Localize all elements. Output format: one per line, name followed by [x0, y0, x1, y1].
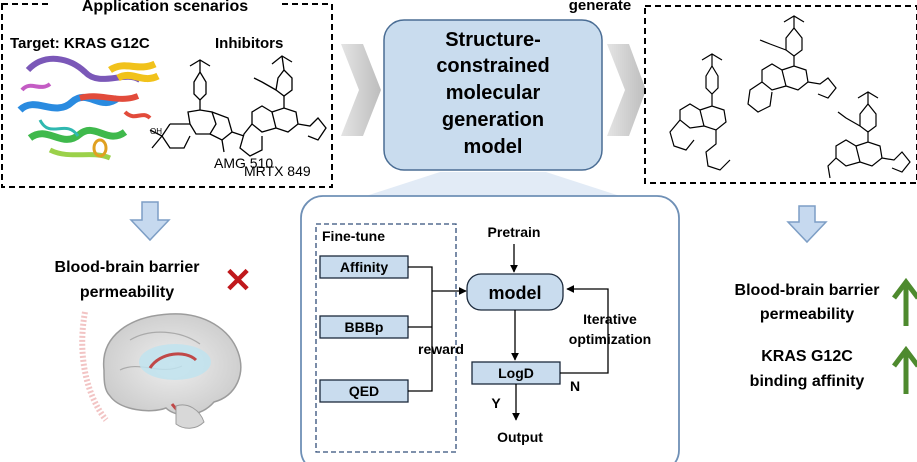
reward-qed: QED [349, 383, 379, 399]
n-label: N [570, 378, 580, 394]
mrtx849-structure [239, 55, 327, 157]
right-bbb-line2: permeability [760, 306, 854, 323]
reward-label: reward [418, 341, 464, 357]
model-title-line2: constrained [436, 55, 549, 77]
structure-constrained-model-box: Structure- constrained molecular generat… [383, 19, 603, 171]
generate-label: generate [569, 0, 632, 14]
target-label: Target: KRAS G12C [10, 35, 150, 52]
down-arrow-left [129, 201, 171, 242]
chevron-arrow-right [607, 44, 646, 136]
generated-molecule-1 [669, 53, 731, 171]
reward-bbbp: BBBp [345, 319, 384, 335]
svg-text:OH: OH [150, 127, 162, 136]
left-bbb-line1: Blood-brain barrier [55, 259, 200, 276]
left-bbb-line2: permeability [80, 284, 174, 301]
chevron-arrow-left [341, 44, 381, 136]
zoom-callout-wedge [366, 172, 620, 196]
model-node-label: model [488, 283, 541, 303]
generated-molecule-2 [747, 15, 837, 113]
model-title-line4: generation [442, 109, 544, 131]
down-arrow-right [786, 205, 828, 244]
generated-molecule-3 [827, 91, 911, 179]
brain-image [79, 311, 242, 429]
inhibitors-label: Inhibitors [215, 35, 283, 52]
finetune-label: Fine-tune [322, 228, 385, 244]
cross-icon: ✕ [224, 262, 253, 300]
model-title-line3: molecular [446, 82, 541, 104]
up-arrow-icon-bbb [892, 277, 917, 326]
reward-affinity: Affinity [340, 259, 388, 275]
iterative-line2: optimization [569, 331, 651, 347]
right-affinity-line2: binding affinity [750, 373, 865, 390]
right-affinity-line1: KRAS G12C [761, 348, 853, 365]
output-label: Output [497, 429, 543, 445]
application-scenarios-panel: Application scenarios Target: KRAS G12C … [1, 0, 333, 188]
protein-structure-image [17, 55, 160, 161]
fine-tune-workflow: Fine-tune Affinity BBBp QED reward Pretr… [300, 195, 680, 462]
iterative-line1: Iterative [583, 311, 637, 327]
model-title-line5: model [464, 136, 523, 158]
drug-label-amg510: AMG 510 [214, 155, 273, 171]
up-arrow-icon-affinity [892, 345, 917, 394]
generated-molecules-panel: generate [556, 0, 917, 184]
panel-title: Application scenarios [82, 0, 248, 15]
right-bbb-line1: Blood-brain barrier [735, 282, 880, 299]
y-label: Y [491, 395, 501, 411]
amg510-structure [149, 59, 245, 153]
pretrain-label: Pretrain [488, 224, 541, 240]
model-title-line1: Structure- [445, 29, 541, 51]
drug-label-mrtx849: MRTX 849 [244, 163, 311, 179]
logd-label: LogD [498, 365, 534, 381]
